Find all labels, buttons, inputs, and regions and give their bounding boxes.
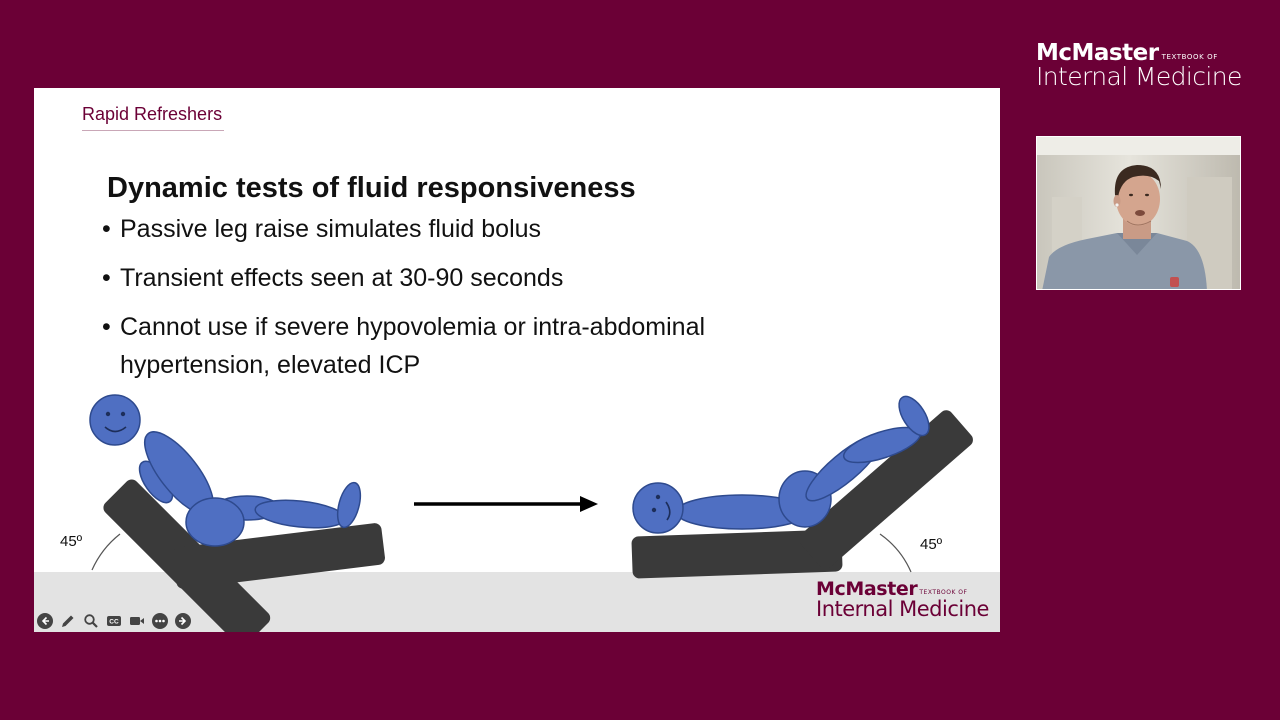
- angle-arc-right: [879, 533, 912, 573]
- previous-slide-icon[interactable]: [36, 612, 54, 630]
- head-left: [89, 394, 141, 446]
- svg-text:CC: CC: [109, 619, 119, 626]
- foot-left: [336, 481, 362, 529]
- angle-label-right: 45º: [920, 536, 943, 553]
- presenter-video: [1037, 137, 1240, 289]
- bed-base-left: [173, 523, 385, 589]
- bullet-item: Passive leg raise simulates fluid bolus: [102, 210, 842, 248]
- more-options-icon[interactable]: [151, 612, 169, 630]
- video-camera-icon[interactable]: [128, 612, 146, 630]
- angle-label-left: 45º: [60, 533, 83, 550]
- brand-name-small: TEXTBOOK OF: [1161, 53, 1218, 61]
- next-slide-icon[interactable]: [174, 612, 192, 630]
- bullet-list: Passive leg raise simulates fluid bolus …: [102, 210, 842, 395]
- bed-legrest-right: [798, 410, 973, 569]
- slide-title: Dynamic tests of fluid responsiveness: [107, 172, 636, 204]
- brand-name-small: TEXTBOOK OF: [919, 589, 968, 596]
- semi-recumbent-figure: [89, 394, 385, 632]
- captions-icon[interactable]: CC: [105, 612, 123, 630]
- brand-name-light: Internal Medicine: [816, 597, 989, 621]
- brand-name-bold: McMaster: [1036, 40, 1159, 66]
- pelvis-left: [185, 497, 245, 547]
- head-right: [632, 482, 684, 534]
- leg-raised-figure: [631, 395, 973, 579]
- angle-arc-left: [91, 533, 121, 571]
- brand-name-light: Internal Medicine: [1036, 62, 1242, 91]
- presentation-slide: Rapid Refreshers Dynamic tests of fluid …: [34, 88, 1000, 632]
- foot-right: [898, 395, 930, 437]
- bed-base-right: [631, 529, 843, 579]
- bullet-item: Cannot use if severe hypovolemia or intr…: [102, 308, 842, 384]
- brand-name-bold: McMaster: [816, 578, 918, 600]
- zoom-icon[interactable]: [82, 612, 100, 630]
- presenter-webcam: [1036, 136, 1241, 290]
- section-label: Rapid Refreshers: [82, 104, 224, 131]
- leg-left: [254, 499, 346, 529]
- transition-arrow: [414, 496, 598, 512]
- bullet-item: Transient effects seen at 30-90 seconds: [102, 259, 842, 297]
- pen-icon[interactable]: [59, 612, 77, 630]
- passive-leg-raise-diagram: 45º 45º: [60, 394, 973, 632]
- player-controls: CC: [36, 612, 192, 630]
